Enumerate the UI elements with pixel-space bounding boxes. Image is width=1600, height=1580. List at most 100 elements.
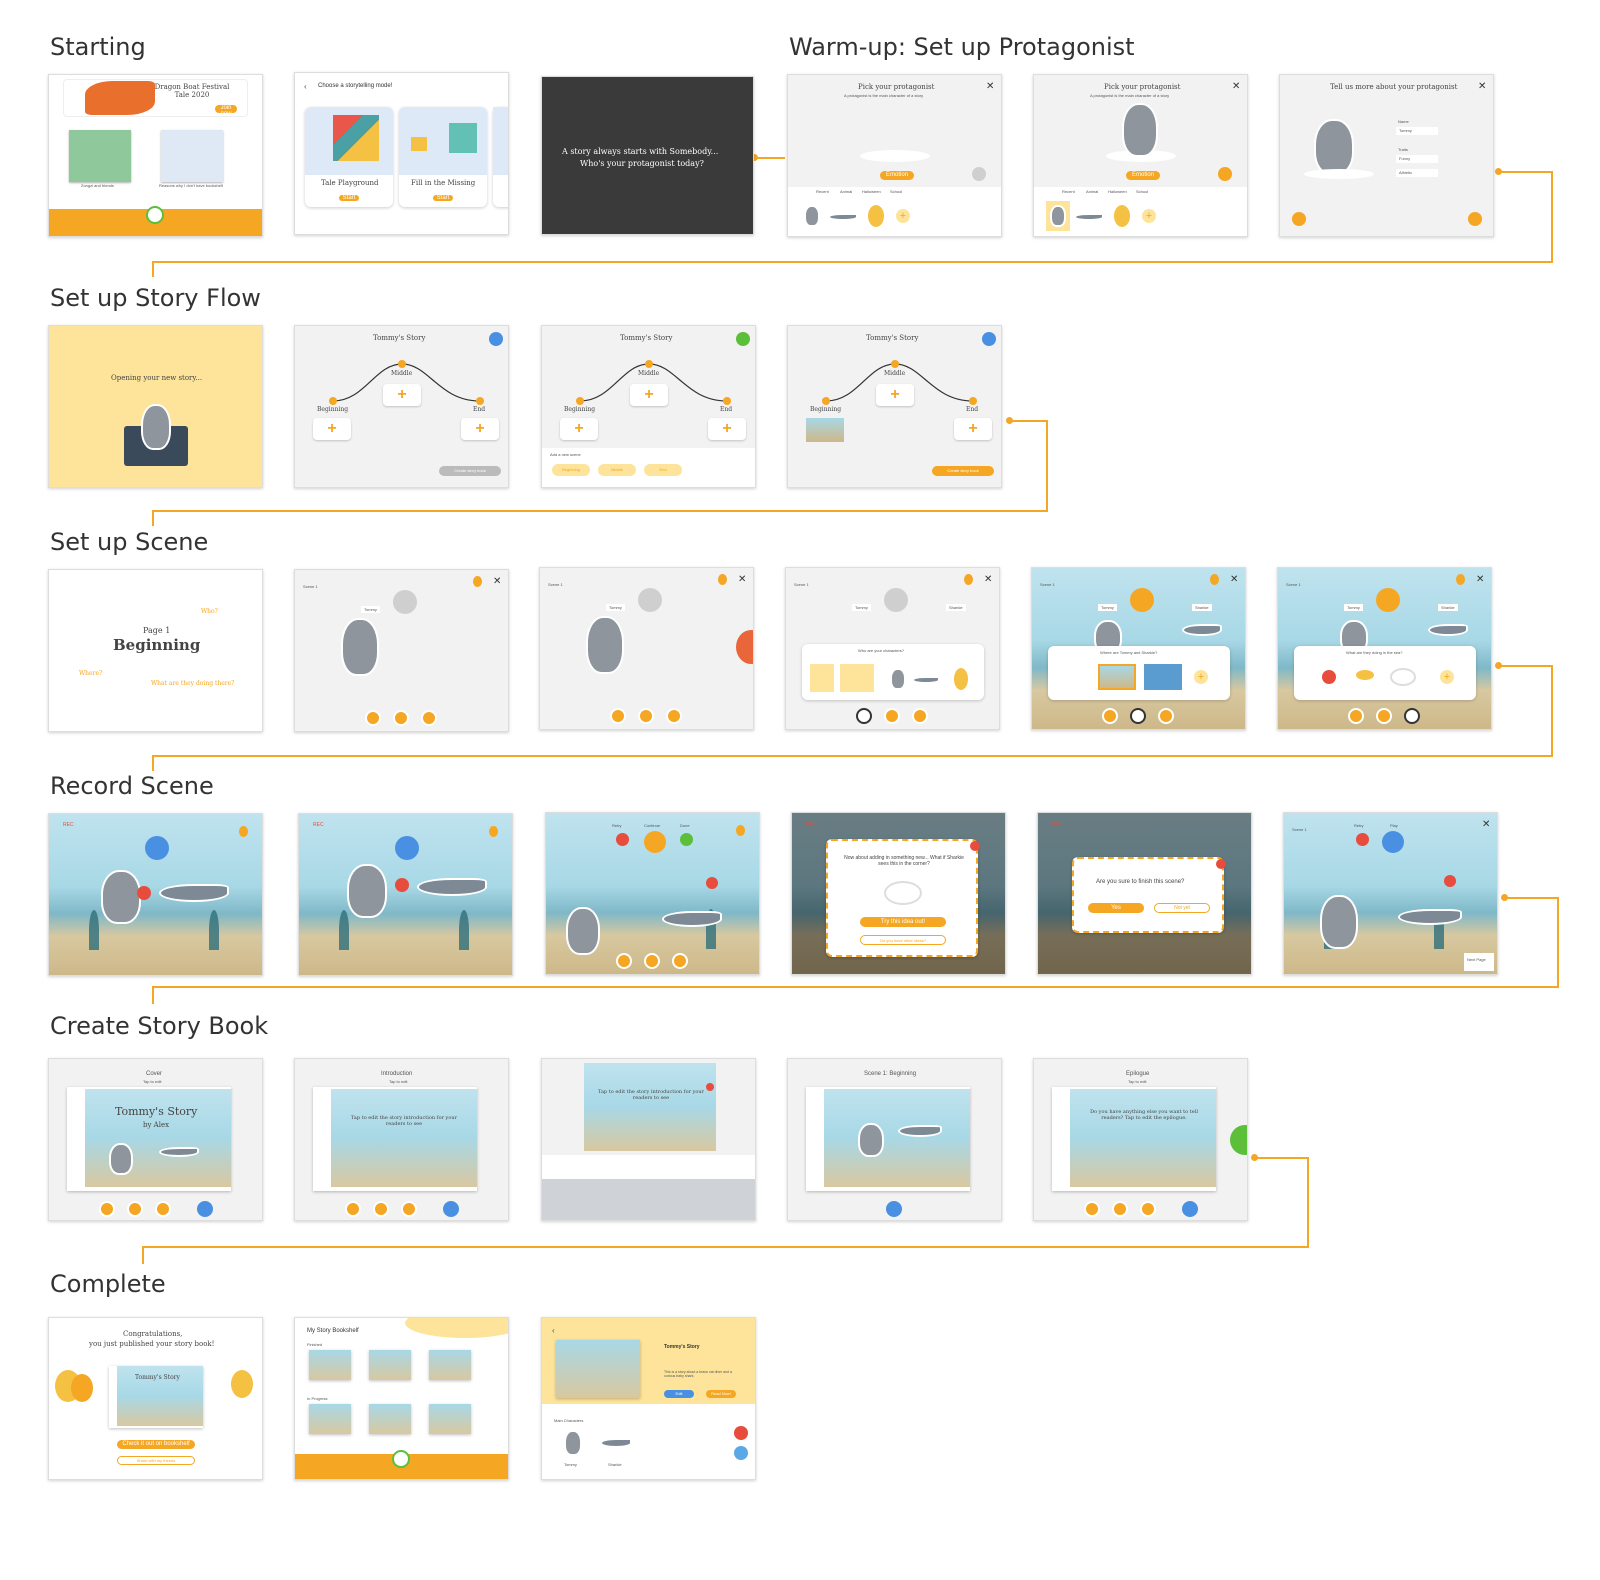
close-icon[interactable]: ✕ [1232, 81, 1241, 92]
close-icon[interactable]: ✕ [738, 574, 747, 585]
close-icon[interactable]: ✕ [984, 574, 993, 585]
hint-bulb-icon[interactable] [473, 576, 482, 587]
close-icon[interactable]: ✕ [1478, 81, 1487, 92]
mode1-start-button[interactable]: Start [339, 195, 359, 201]
back-icon[interactable]: ‹ [304, 82, 307, 91]
screen-book-detail: ‹ Tommy's Story This is a story about a … [541, 1317, 756, 1480]
not-yet-button[interactable]: Not yet [1154, 903, 1210, 913]
text-tool-button[interactable] [443, 1201, 459, 1217]
check-bookshelf-button[interactable]: Check it out on bookshelf [117, 1440, 195, 1449]
shelf-book[interactable] [369, 1350, 411, 1380]
camera-icon[interactable] [393, 590, 417, 614]
edit-icon[interactable] [489, 332, 503, 346]
add-background-button[interactable]: + [1194, 670, 1208, 684]
next-arrow[interactable] [1468, 212, 1482, 226]
text-tool-button[interactable] [1182, 1201, 1198, 1217]
epilogue-text[interactable]: Do you have anything else you want to te… [1090, 1109, 1198, 1121]
play-button[interactable] [886, 1201, 902, 1217]
hint-bulb-icon[interactable] [239, 826, 248, 837]
add-beginning-scene[interactable]: + [313, 418, 351, 440]
edit-icon[interactable] [982, 332, 996, 346]
screen-record-idea: REC Now about adding in something new...… [791, 812, 1006, 975]
edit-button[interactable]: Edit [664, 1390, 694, 1398]
close-icon[interactable]: ✕ [986, 81, 995, 92]
close-icon[interactable]: ✕ [1230, 574, 1239, 585]
mode-card-playground[interactable]: Tale Playground Start [305, 107, 393, 207]
next-arrow[interactable] [1218, 167, 1232, 181]
close-dialog-icon[interactable] [970, 841, 980, 851]
retry-button[interactable] [1356, 833, 1369, 846]
tell-my-tale-icon[interactable] [392, 1450, 410, 1468]
screen-page-beginning: Page 1 Beginning Who? Where? What are th… [48, 569, 263, 732]
done-button[interactable] [680, 833, 693, 846]
shelf-book[interactable] [369, 1404, 411, 1434]
play-button[interactable] [1382, 831, 1404, 853]
trait2-select[interactable]: Athletic [1396, 169, 1438, 177]
apple-prop[interactable] [1322, 670, 1336, 684]
mode-card-fill-missing[interactable]: Fill in the Missing Start [399, 107, 487, 207]
yes-button[interactable]: Yes [1088, 903, 1144, 913]
share-icon[interactable] [734, 1446, 748, 1460]
camera-icon[interactable] [884, 588, 908, 612]
camera-icon[interactable] [1376, 588, 1400, 612]
share-button[interactable]: Share with my friends [117, 1456, 195, 1465]
screen-pick-protagonist-empty: ✕ Pick your protagonist A protagonist is… [787, 74, 1002, 237]
section-title-story-flow: Set up Story Flow [50, 284, 261, 312]
add-character-button[interactable]: + [896, 209, 910, 223]
hint-bulb-icon[interactable] [489, 826, 498, 837]
join-now-button[interactable]: Join now [215, 105, 237, 117]
hint-bulb-icon[interactable] [718, 574, 727, 585]
emotion-button[interactable]: Emotion [880, 171, 914, 180]
shelf-book[interactable] [309, 1350, 351, 1380]
hint-bulb-icon[interactable] [964, 574, 973, 585]
close-dialog-icon[interactable] [1216, 859, 1226, 869]
other-ideas-button[interactable]: Do you have other ideas? [860, 935, 946, 945]
create-book-button[interactable]: Create story book [439, 466, 501, 476]
where-panel: Where are Tommy and Sharkie? + [1048, 646, 1230, 700]
shelf-book[interactable] [429, 1350, 471, 1380]
hint-bulb-icon[interactable] [1456, 574, 1465, 585]
prev-arrow[interactable] [1292, 212, 1306, 226]
story-title[interactable]: Tommy's Story [373, 334, 426, 342]
text-tool-button[interactable] [197, 1201, 213, 1217]
home-book1-title[interactable]: Zongzi and friends [81, 183, 114, 188]
intro-text[interactable]: Tap to edit the story introduction for y… [350, 1115, 457, 1127]
confirm-icon[interactable] [736, 332, 750, 346]
read-now-button[interactable]: Read Now! [706, 1390, 736, 1398]
beginning-scene-thumb[interactable] [806, 418, 844, 442]
shelf-book[interactable] [309, 1404, 351, 1434]
delete-icon[interactable] [736, 630, 753, 664]
shelf-book[interactable] [429, 1404, 471, 1434]
publish-check-button[interactable] [1230, 1125, 1247, 1155]
banana-prop[interactable] [1356, 670, 1374, 680]
camera-icon[interactable] [1130, 588, 1154, 612]
close-icon[interactable]: ✕ [493, 576, 502, 587]
back-icon[interactable]: ‹ [552, 1326, 555, 1335]
screen-story-flow-empty: Tommy's Story Middle Beginning End + + +… [294, 325, 509, 488]
pause-button[interactable] [145, 836, 169, 860]
add-middle-scene[interactable]: + [383, 384, 421, 406]
name-field[interactable]: Tommy [1396, 127, 1438, 135]
camera-icon[interactable] [638, 588, 662, 612]
add-character-button[interactable]: + [1142, 209, 1156, 223]
intro-line1: A story always starts with Somebody... [562, 147, 719, 156]
next-arrow[interactable] [972, 167, 986, 181]
hint-bulb-icon[interactable] [1210, 574, 1219, 585]
mode2-start-button[interactable]: Start [433, 195, 453, 201]
add-prop-button[interactable]: + [1440, 670, 1454, 684]
close-icon[interactable]: ✕ [1476, 574, 1485, 585]
close-icon[interactable]: ✕ [1482, 819, 1491, 830]
add-end-scene[interactable]: + [461, 418, 499, 440]
continue-button[interactable] [644, 831, 666, 853]
next-page-button[interactable]: Next Page [1464, 953, 1494, 971]
mode1-label: Tale Playground [321, 179, 379, 187]
like-button[interactable] [734, 1426, 748, 1440]
tell-my-tale-icon[interactable] [146, 206, 164, 224]
pause-button[interactable] [395, 836, 419, 860]
create-book-button[interactable]: Create story book [932, 466, 994, 476]
home-book2-title[interactable]: Reasons why I don't have bookshelf [159, 183, 223, 188]
try-idea-button[interactable]: Try this idea out! [860, 917, 946, 927]
trait1-select[interactable]: Funny [1396, 155, 1438, 163]
retry-button[interactable] [616, 833, 629, 846]
hint-bulb-icon[interactable] [736, 825, 745, 836]
